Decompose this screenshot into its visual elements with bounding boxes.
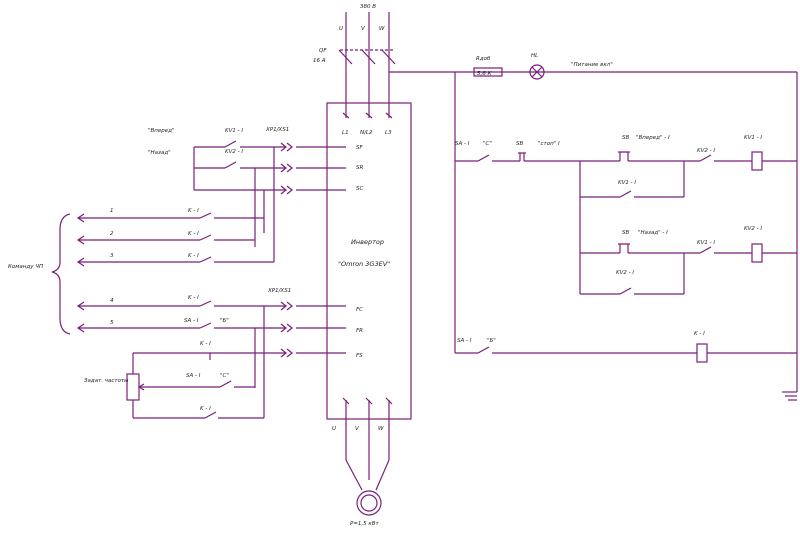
output-bracket bbox=[51, 213, 71, 335]
terminal-v: V bbox=[355, 426, 360, 432]
inverter-top-terminals bbox=[342, 100, 393, 119]
reverse-button-label: "Назад" - I bbox=[638, 230, 668, 236]
sb-reverse-label: SB bbox=[622, 230, 629, 236]
terminal-nl2: N/L2 bbox=[360, 130, 373, 136]
terminal-sf: SF bbox=[356, 145, 363, 151]
kv2-hold-label: KV2 - I bbox=[616, 270, 634, 276]
freq-setter-label: Задат. частоты bbox=[84, 378, 129, 384]
connector-bottom-label: XP1/XS1 bbox=[267, 288, 291, 294]
output-num-4: 4 bbox=[110, 298, 114, 304]
output-num-3: 3 bbox=[110, 253, 114, 259]
sa-c-label: SA - I bbox=[455, 141, 470, 147]
output-num-5: 5 bbox=[110, 320, 114, 326]
control-input-wiring bbox=[193, 140, 346, 262]
kv2-contact-label: KV2 - I bbox=[225, 149, 243, 155]
bracket-label: Команду ЧП bbox=[8, 264, 43, 270]
output-lines-bottom bbox=[76, 300, 346, 419]
c-position-label: "С" bbox=[483, 141, 492, 147]
kv1-nc-label: KV1 - I bbox=[697, 240, 715, 246]
kv2-coil-label: KV2 - I bbox=[744, 226, 762, 232]
motor-power: P=1,5 кВт bbox=[350, 521, 380, 527]
lamp-label: HL bbox=[531, 53, 538, 59]
output-lines-top bbox=[76, 212, 274, 267]
output-label-2: K - I bbox=[188, 231, 199, 237]
phase-w: W bbox=[379, 26, 385, 32]
motor-symbol bbox=[356, 490, 382, 516]
connector-top-label: XP1/XS1 bbox=[265, 127, 289, 133]
inverter-title: Инвертор bbox=[351, 238, 384, 246]
supply-voltage: 380 В bbox=[360, 4, 376, 10]
phase-v: V bbox=[361, 26, 366, 32]
sa-b-label: SA - I bbox=[457, 338, 472, 344]
terminal-sc: SC bbox=[356, 186, 363, 192]
sb-stop-label: SB bbox=[516, 141, 523, 147]
kv2-nc-label: KV2 - I bbox=[697, 148, 715, 154]
supply-on-label: "Питание вкл" bbox=[571, 62, 613, 68]
terminal-sr: SR bbox=[356, 165, 363, 171]
breaker-rating: 16 А bbox=[313, 58, 326, 64]
rdob-value: 5,6 К bbox=[477, 71, 492, 77]
supply-lines bbox=[338, 12, 797, 100]
output-label-4: K - I bbox=[188, 295, 199, 301]
inverter-model: "Omron 3G3EV" bbox=[338, 260, 390, 268]
terminal-fr: FR bbox=[356, 328, 363, 334]
breaker-label: QF bbox=[319, 48, 327, 54]
kv1-contact-label: KV1 - I bbox=[225, 128, 243, 134]
k-contact-label: K - I bbox=[200, 341, 211, 347]
terminal-l1: L1 bbox=[342, 130, 349, 136]
kv1-coil-label: KV1 - I bbox=[744, 135, 762, 141]
output-label-3: K - I bbox=[188, 253, 199, 259]
forward-button-label: "Вперед" - I bbox=[636, 135, 670, 141]
output-num-2: 2 bbox=[110, 231, 114, 237]
terminal-fc: FC bbox=[356, 307, 363, 313]
output-label-5: SA - I bbox=[184, 318, 199, 324]
rdob-label: Rдоб bbox=[476, 56, 491, 62]
inverter-bottom-terminals bbox=[342, 397, 393, 491]
kv1-hold-label: KV1 - I bbox=[618, 180, 636, 186]
terminal-l3: L3 bbox=[385, 130, 392, 136]
reverse-label: "Назад" bbox=[148, 150, 171, 156]
terminal-fs: FS bbox=[356, 353, 363, 359]
switch-c-label: "С" bbox=[220, 373, 229, 379]
stop-label: "стоп" I bbox=[538, 141, 560, 147]
sa-contact-label: SA - I bbox=[186, 373, 201, 379]
terminal-w: W bbox=[378, 426, 384, 432]
k-contact-label-2: K - I bbox=[200, 406, 211, 412]
b-position-label: "Б" bbox=[487, 338, 496, 344]
forward-label: "Вперед" bbox=[148, 128, 175, 134]
control-circuit-right bbox=[454, 64, 798, 401]
terminal-u: U bbox=[332, 426, 336, 432]
output-label-1: K - I bbox=[188, 208, 199, 214]
sb-forward-label: SB bbox=[622, 135, 629, 141]
k-coil-label: K - I bbox=[694, 331, 705, 337]
switch-b-label: "Б" bbox=[220, 318, 229, 324]
output-num-1: 1 bbox=[110, 208, 114, 214]
phase-u: U bbox=[339, 26, 343, 32]
